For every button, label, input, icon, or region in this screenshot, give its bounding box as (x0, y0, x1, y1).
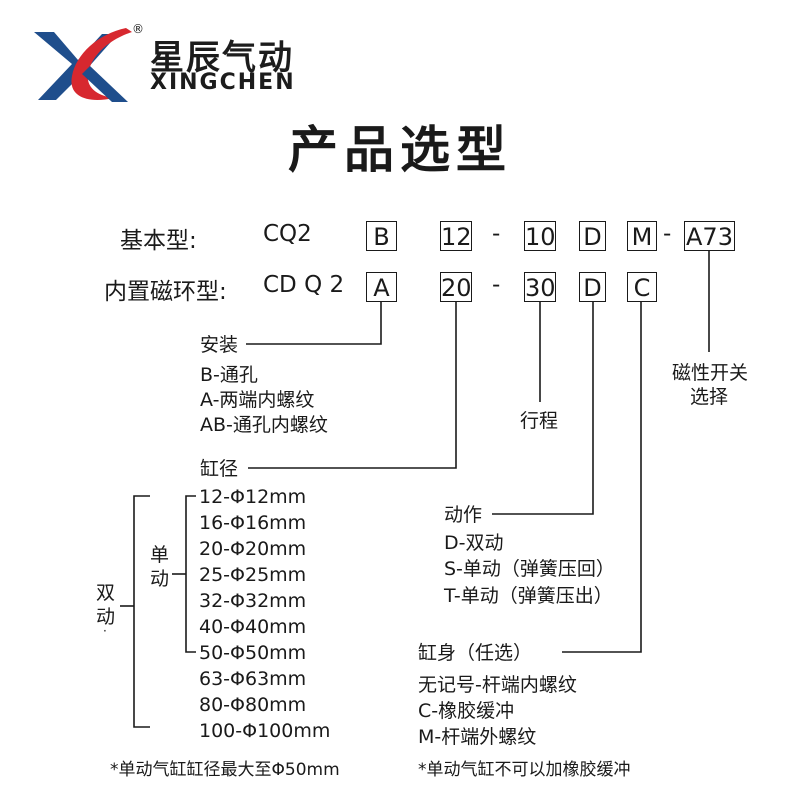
double-acting-dot: · (103, 624, 107, 638)
basic-bore-box: 12 (440, 221, 472, 251)
bore-option: 63-Φ63mm (199, 668, 307, 690)
brand-logo-icon (34, 28, 132, 102)
magnetic-type-label: 内置磁环型: (104, 279, 227, 305)
bore-note: *单动气缸缸径最大至Φ50mm (110, 760, 340, 780)
mounting-option: AB-通孔内螺纹 (200, 414, 328, 436)
magnetic-model-code: CD Q 2 (263, 272, 345, 298)
basic-mount-box: B (366, 221, 397, 251)
body-option: M-杆端外螺纹 (418, 726, 537, 748)
basic-dash-1: - (492, 221, 501, 247)
single-acting-label: 单 (150, 544, 170, 566)
body-option: 无记号-杆端内螺纹 (418, 674, 577, 696)
switch-label-line-1: 磁性开关 (672, 362, 749, 384)
basic-stroke-box: 10 (524, 221, 556, 251)
bore-option: 12-Φ12mm (199, 486, 307, 508)
basic-body-box: M (627, 221, 657, 251)
registered-mark: ® (132, 22, 144, 36)
page-title: 产品选型 (288, 121, 512, 179)
magnetic-dash-1: - (492, 272, 501, 298)
basic-switch-box: A73 (684, 221, 735, 251)
basic-dash-2: - (663, 221, 672, 247)
body-note: *单动气缸不可以加橡胶缓冲 (418, 760, 631, 780)
brand-name-en: XINGCHEN (150, 70, 296, 95)
mounting-title: 安装 (200, 334, 239, 356)
magnetic-stroke-box: 30 (524, 272, 556, 302)
switch-label-line-2: 选择 (690, 386, 729, 408)
double-acting-label: 双 (96, 582, 116, 604)
magnetic-body-box: C (627, 272, 657, 302)
bore-option: 16-Φ16mm (199, 512, 307, 534)
basic-model-code: CQ2 (263, 221, 312, 247)
body-title: 缸身（任选） (418, 642, 533, 664)
bore-option: 20-Φ20mm (199, 538, 307, 560)
bore-option: 25-Φ25mm (199, 564, 307, 586)
bore-option: 32-Φ32mm (199, 590, 307, 612)
bore-title: 缸径 (200, 458, 239, 480)
single-acting-label: 动 (150, 568, 170, 590)
stroke-label: 行程 (520, 410, 559, 432)
basic-action-box: D (579, 221, 606, 251)
mounting-option: B-通孔 (200, 364, 258, 386)
body-option: C-橡胶缓冲 (418, 700, 515, 722)
double-acting-label: 动 (96, 606, 116, 628)
brand-name-cn: 星辰气动 (150, 38, 294, 78)
action-option: S-单动（弹簧压回） (444, 558, 615, 580)
bore-option: 40-Φ40mm (199, 616, 307, 638)
basic-type-label: 基本型: (120, 228, 197, 254)
action-option: T-单动（弹簧压出） (444, 585, 613, 607)
magnetic-action-box: D (579, 272, 606, 302)
bore-option: 100-Φ100mm (199, 720, 331, 742)
action-title: 动作 (444, 504, 483, 526)
action-option: D-双动 (444, 532, 504, 554)
magnetic-mount-box: A (366, 272, 397, 302)
bore-option: 50-Φ50mm (199, 642, 307, 664)
bore-option: 80-Φ80mm (199, 694, 307, 716)
mounting-option: A-两端内螺纹 (200, 389, 315, 411)
magnetic-bore-box: 20 (440, 272, 472, 302)
